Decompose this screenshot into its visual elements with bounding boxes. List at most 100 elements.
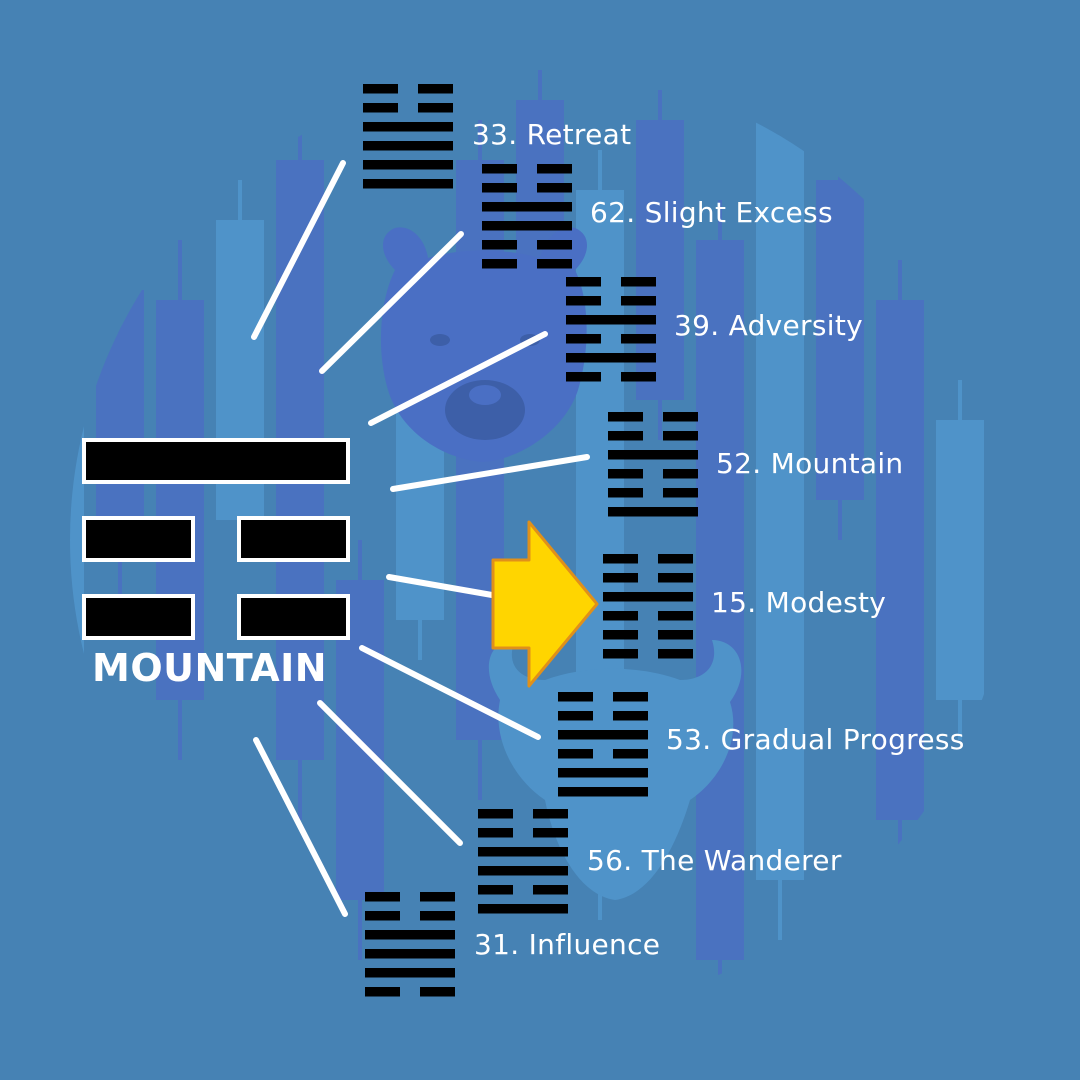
yin-line: [420, 892, 455, 902]
yin-line: [621, 296, 656, 306]
yang-line: [608, 507, 698, 517]
yang-line: [365, 930, 455, 940]
trigram-yang-line: [82, 438, 350, 484]
yin-line: [482, 183, 517, 193]
yin-line: [558, 711, 593, 721]
hexagram-53: [558, 692, 648, 797]
yin-line: [537, 164, 572, 174]
hexagram-list: [363, 84, 698, 997]
yin-line: [482, 164, 517, 174]
yang-line: [482, 221, 572, 231]
hexagram-label-15: 15. Modesty: [711, 586, 887, 619]
yang-line: [478, 847, 568, 857]
hexagram-label-31: 31. Influence: [474, 928, 661, 961]
yang-line: [603, 592, 693, 602]
yin-line: [663, 412, 698, 422]
yin-line: [608, 469, 643, 479]
hexagram-label-52: 52. Mountain: [716, 447, 904, 480]
hexagram-39: [566, 277, 656, 382]
bear-icon: [380, 227, 588, 462]
yang-line: [566, 315, 656, 325]
connector-line: [390, 454, 590, 492]
yin-line: [603, 611, 638, 621]
yin-line: [365, 911, 400, 921]
yang-line: [363, 122, 453, 132]
yin-line: [365, 892, 400, 902]
yin-line: [558, 692, 593, 702]
connector-line: [251, 160, 346, 340]
candle-body: [70, 420, 84, 700]
candle-body: [936, 420, 984, 700]
yin-line: [566, 296, 601, 306]
candle-body: [756, 100, 804, 880]
yang-line: [363, 141, 453, 151]
yin-line: [603, 630, 638, 640]
yang-line: [608, 450, 698, 460]
yin-line: [621, 372, 656, 382]
yin-line: [658, 611, 693, 621]
yin-line: [566, 277, 601, 287]
connector-line: [368, 331, 548, 426]
yang-line: [365, 968, 455, 978]
yin-line: [613, 711, 648, 721]
yin-line: [663, 431, 698, 441]
connector-lines: [251, 160, 590, 917]
yang-line: [482, 202, 572, 212]
yin-line: [663, 488, 698, 498]
yin-line: [603, 573, 638, 583]
candle-body: [816, 180, 864, 500]
hexagram-52: [608, 412, 698, 517]
yin-line: [537, 259, 572, 269]
hexagram-label-53: 53. Gradual Progress: [666, 723, 965, 756]
yin-line: [365, 987, 400, 997]
yin-line: [533, 885, 568, 895]
trigram-yin-line: [237, 516, 350, 562]
hexagram-label-62: 62. Slight Excess: [590, 196, 833, 229]
hexagram-33: [363, 84, 453, 189]
yin-line: [608, 431, 643, 441]
arrow-right-icon: [491, 520, 599, 688]
yang-line: [566, 353, 656, 363]
trigram-yin-line: [82, 594, 195, 640]
yin-line: [658, 554, 693, 564]
candle-body: [876, 300, 924, 820]
yin-line: [533, 828, 568, 838]
yin-line: [420, 911, 455, 921]
yin-line: [537, 240, 572, 250]
yang-line: [478, 904, 568, 914]
yin-line: [363, 103, 398, 113]
yang-line: [558, 730, 648, 740]
yang-line: [363, 160, 453, 170]
connector-line: [317, 700, 463, 846]
trigram-yin-line: [82, 516, 195, 562]
yin-line: [482, 240, 517, 250]
trigram-yin-line: [237, 594, 350, 640]
yin-line: [533, 809, 568, 819]
yin-line: [418, 84, 453, 94]
yin-line: [418, 103, 453, 113]
yang-line: [478, 866, 568, 876]
yin-line: [621, 334, 656, 344]
mountain-trigram: [82, 438, 350, 640]
yin-line: [363, 84, 398, 94]
hexagram-56: [478, 809, 568, 914]
hexagram-62: [482, 164, 572, 269]
hexagram-label-56: 56. The Wanderer: [587, 844, 842, 877]
hexagram-label-39: 39. Adversity: [674, 309, 863, 342]
yin-line: [566, 372, 601, 382]
connector-line: [253, 737, 348, 917]
trigram-title: MOUNTAIN: [92, 646, 328, 690]
yin-line: [621, 277, 656, 287]
yin-line: [603, 649, 638, 659]
yin-line: [658, 630, 693, 640]
yin-line: [663, 469, 698, 479]
yin-line: [558, 749, 593, 759]
yin-line: [482, 259, 517, 269]
hexagram-31: [365, 892, 455, 997]
yang-line: [558, 768, 648, 778]
yin-line: [658, 573, 693, 583]
yin-line: [478, 809, 513, 819]
connector-line: [386, 574, 495, 598]
yin-line: [603, 554, 638, 564]
